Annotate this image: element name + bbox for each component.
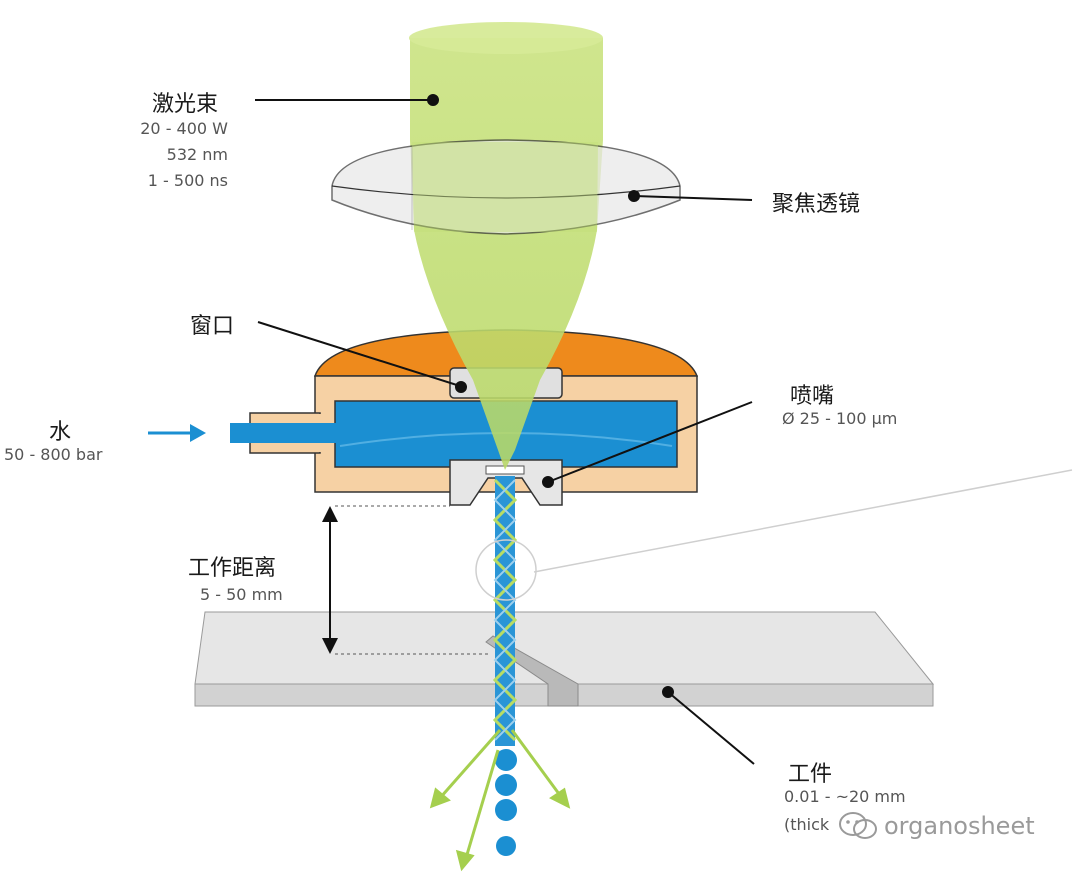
focusing-lens: [331, 139, 681, 235]
working-distance-indicator: [322, 505, 490, 655]
leader-lines: [255, 94, 755, 765]
chat-bubble-icon: [839, 812, 877, 839]
workpiece-title: 工件: [788, 762, 833, 787]
water-spec: 50 - 800 bar: [4, 445, 103, 464]
workpiece-plate: [194, 611, 935, 707]
laser-beam-spec-pulse: 1 - 500 ns: [147, 171, 228, 190]
water-droplet: [496, 836, 516, 856]
window-title: 窗口: [190, 314, 235, 339]
water-droplet: [495, 774, 517, 796]
water-jet: [493, 476, 517, 856]
workpiece-spec-thickness: 0.01 - ~20 mm: [784, 787, 906, 806]
nozzle-spec: Ø 25 - 100 µm: [782, 409, 898, 428]
beam-through-lens: [412, 142, 598, 232]
working-distance-spec: 5 - 50 mm: [200, 585, 283, 604]
focusing-lens-title: 聚焦透镜: [772, 192, 861, 217]
nozzle-title: 喷嘴: [790, 384, 835, 409]
magnifier: [475, 469, 1073, 601]
watermark: organosheet: [838, 810, 1035, 842]
laser-beam-spec-power: 20 - 400 W: [140, 119, 228, 138]
water-droplet: [495, 799, 517, 821]
working-distance-title: 工作距离: [188, 556, 277, 581]
water-title: 水: [48, 420, 71, 445]
laser-beam-spec-wavelength: 532 nm: [166, 145, 228, 164]
water-droplet: [495, 749, 517, 771]
scattered-laser-arrows: [429, 729, 571, 872]
water-inflow-arrow: [148, 424, 206, 442]
laser-beam-title: 激光束: [151, 92, 218, 117]
workpiece-spec-note: (thick: [784, 815, 830, 834]
watermark-text: organosheet: [884, 812, 1035, 840]
